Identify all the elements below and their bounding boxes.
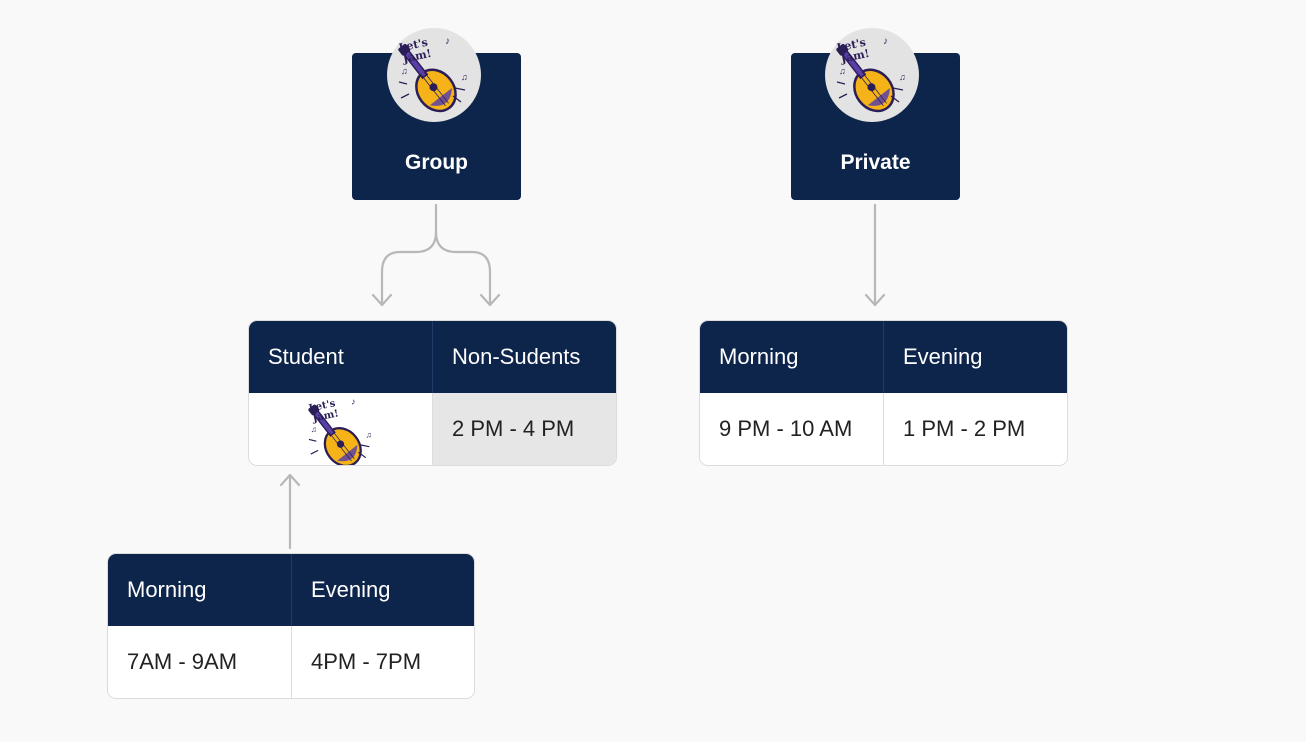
svg-text:Let's: Let's bbox=[836, 36, 867, 55]
non-students-time: 2 PM - 4 PM bbox=[432, 393, 616, 465]
header-non-students: Non-Sudents bbox=[432, 321, 616, 393]
svg-text:♫: ♫ bbox=[839, 66, 846, 76]
private-evening-time: 1 PM - 2 PM bbox=[883, 393, 1067, 465]
connector-group-to-nonstudent bbox=[434, 230, 492, 306]
connector-group-to-student bbox=[380, 203, 438, 306]
svg-text:Jam!: Jam! bbox=[401, 47, 433, 66]
group-label: Group bbox=[405, 151, 468, 174]
private-label: Private bbox=[840, 151, 911, 174]
student-evening-time: 4PM - 7PM bbox=[291, 626, 474, 698]
header-evening: Evening bbox=[883, 321, 1067, 393]
header-evening: Evening bbox=[291, 554, 474, 626]
student-morning-time: 7AM - 9AM bbox=[108, 626, 291, 698]
svg-text:♪: ♪ bbox=[351, 397, 356, 407]
header-student: Student bbox=[249, 321, 432, 393]
student-cell: Let's Jam! ♪ ♫ ♫ bbox=[249, 393, 432, 465]
group-badge: Let's Jam! ♪ ♫ ♫ bbox=[387, 28, 481, 122]
svg-text:♫: ♫ bbox=[310, 425, 316, 434]
svg-text:Jam!: Jam! bbox=[839, 47, 871, 66]
private-badge: Let's Jam! ♪ ♫ ♫ bbox=[825, 28, 919, 122]
svg-text:♪: ♪ bbox=[883, 36, 888, 47]
svg-text:♫: ♫ bbox=[365, 431, 371, 440]
lute-sticker-icon: Let's Jam! ♪ ♫ ♫ bbox=[836, 36, 906, 113]
student-times-table: Morning Evening 7AM - 9AM 4PM - 7PM bbox=[107, 553, 475, 699]
svg-text:♫: ♫ bbox=[899, 72, 906, 82]
private-morning-time: 9 PM - 10 AM bbox=[700, 393, 883, 465]
header-morning: Morning bbox=[108, 554, 291, 626]
svg-text:♪: ♪ bbox=[445, 36, 450, 47]
svg-text:♫: ♫ bbox=[461, 72, 468, 82]
svg-text:♫: ♫ bbox=[401, 66, 408, 76]
lute-sticker-icon: Let's Jam! ♪ ♫ ♫ bbox=[398, 36, 468, 113]
header-morning: Morning bbox=[700, 321, 883, 393]
private-times-table: Morning Evening 9 PM - 10 AM 1 PM - 2 PM bbox=[699, 320, 1068, 466]
group-types-table: Student Non-Sudents Let's Jam! ♪ ♫ ♫ 2 P… bbox=[248, 320, 617, 466]
lute-sticker-icon: Let's Jam! ♪ ♫ ♫ bbox=[307, 397, 371, 465]
svg-text:Let's: Let's bbox=[398, 36, 429, 55]
